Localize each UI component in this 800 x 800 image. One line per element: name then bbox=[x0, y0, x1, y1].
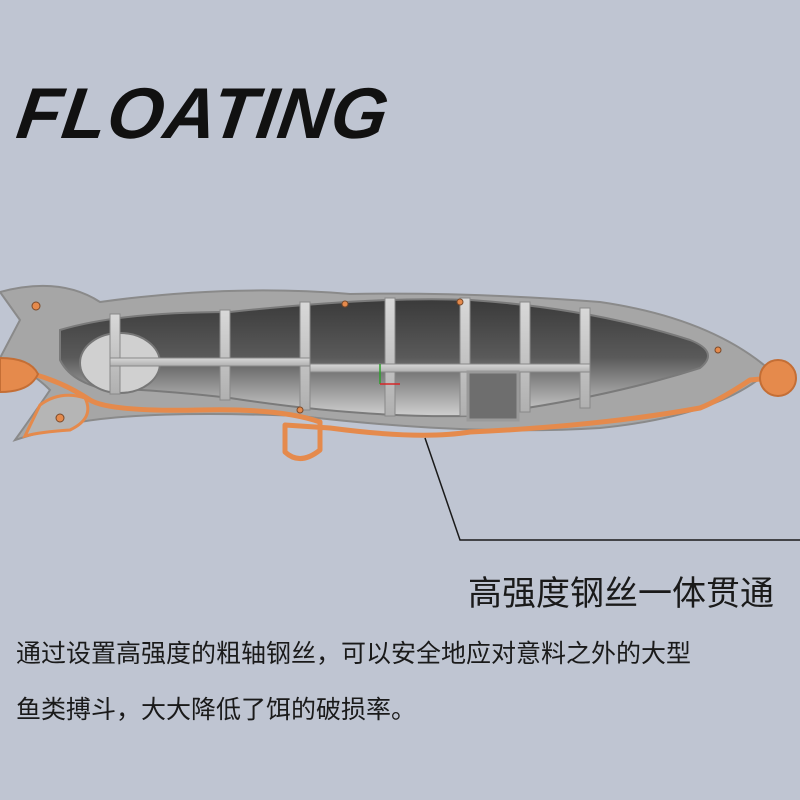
description-line-2: 鱼类搏斗，大大降低了饵的破损率。 bbox=[16, 695, 417, 724]
description-line-1: 通过设置高强度的粗轴钢丝，可以安全地应对意料之外的大型 bbox=[16, 639, 692, 668]
floating-heading: FLOATING bbox=[12, 74, 395, 154]
callout-label: 高强度钢丝一体贯通 bbox=[468, 574, 774, 614]
rivet-dots bbox=[31, 298, 722, 423]
internal-ribs bbox=[109, 297, 591, 417]
lure-cross-section-diagram bbox=[0, 284, 800, 541]
rear-eyelet bbox=[0, 356, 40, 394]
axis-indicator bbox=[379, 364, 400, 385]
description-text: 通过设置高强度的粗轴钢丝，可以安全地应对意料之外的大型 鱼类搏斗，大大降低了饵的… bbox=[16, 626, 796, 738]
front-eyelet bbox=[759, 359, 797, 397]
steel-wire bbox=[22, 369, 773, 461]
inner-block bbox=[466, 370, 520, 422]
callout-leader-line bbox=[424, 437, 800, 541]
